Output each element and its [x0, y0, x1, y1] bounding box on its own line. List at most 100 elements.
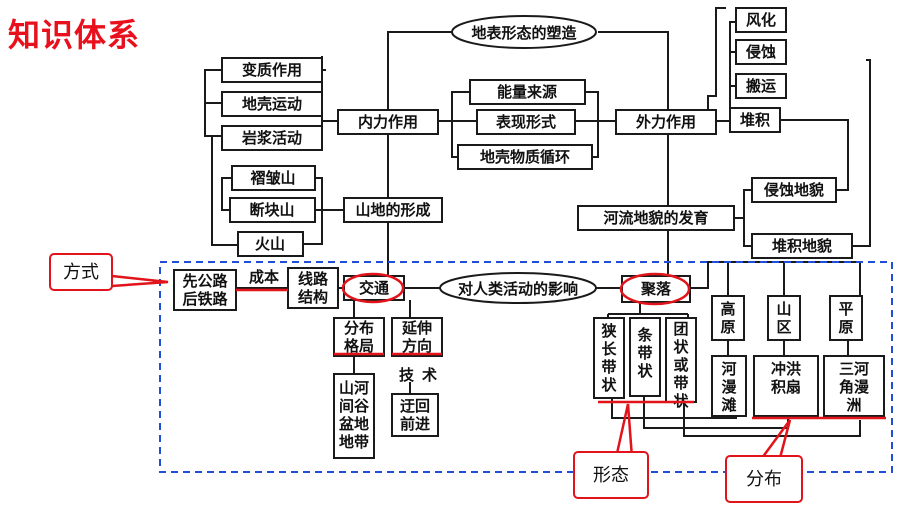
valley-belt-line-1: 山河 — [339, 379, 369, 397]
transport-route-box — [287, 267, 339, 309]
center-oval — [451, 15, 597, 49]
distribution-callout — [725, 455, 803, 503]
middle-item-box-2 — [476, 109, 576, 135]
transport-route-line-2: 结构 — [298, 288, 328, 306]
form-pointer — [614, 403, 634, 459]
external-item-1: 风化 — [746, 11, 776, 29]
transport-way-box — [173, 269, 237, 311]
internal-item-box-3 — [221, 125, 323, 151]
form-callout-text: 形态 — [593, 465, 629, 486]
landform-3-line-2: 角漫 — [839, 378, 870, 396]
transport-way-line-2: 后铁路 — [182, 290, 228, 308]
settlement-form-box-1 — [593, 317, 625, 399]
human-impact-region — [159, 261, 893, 473]
extension-direction-line-1: 延伸 — [401, 319, 432, 337]
way-pointer — [111, 274, 169, 288]
settlement-label: 聚落 — [640, 280, 672, 298]
landform-1: 河漫滩 — [721, 360, 737, 414]
detour-line-1: 迂回 — [400, 397, 430, 415]
mountain-item-3: 火山 — [255, 235, 285, 253]
detour-line-2: 前进 — [400, 415, 430, 433]
landform-3-line-3: 洲 — [846, 396, 861, 414]
landform-3-line-1: 三河 — [839, 360, 869, 378]
terrain-box-1 — [711, 295, 745, 341]
river-item-2: 堆积地貌 — [772, 237, 832, 255]
external-item-box-1 — [735, 7, 787, 33]
external-item-box-4 — [729, 107, 781, 133]
distribution-pointer — [760, 419, 792, 459]
river-landform-label: 河流地貌的发育 — [603, 209, 708, 227]
valley-belt-line-4: 地带 — [339, 433, 369, 451]
middle-item-1: 能量来源 — [497, 83, 557, 101]
red-annotations — [111, 272, 886, 459]
landform-2-line-1: 冲洪 — [771, 360, 801, 378]
internal-force-label: 内力作用 — [358, 113, 418, 131]
settlement-form-2: 条带状 — [636, 326, 653, 380]
mountain-item-1: 褶皱山 — [250, 169, 295, 187]
external-item-4: 堆积 — [740, 111, 770, 129]
terrain-box-2 — [767, 295, 801, 341]
external-item-box-2 — [735, 39, 787, 65]
extension-direction-box — [391, 317, 443, 357]
internal-item-3: 岩浆活动 — [241, 129, 302, 147]
distribution-callout-text: 分布 — [746, 469, 782, 490]
internal-item-box-1 — [221, 57, 323, 83]
settlement-box — [621, 275, 691, 303]
way-callout-text: 方式 — [63, 262, 99, 283]
extension-direction-line-2: 方向 — [402, 337, 432, 355]
terrain-1: 高原 — [720, 300, 735, 336]
settlement-form-3: 团状或带状 — [673, 320, 689, 410]
transport-box — [343, 275, 405, 301]
mountain-item-box-1 — [231, 165, 316, 191]
middle-item-2: 表现形式 — [496, 113, 556, 131]
external-item-2: 侵蚀 — [745, 43, 776, 61]
external-force-box — [615, 109, 717, 135]
external-item-3: 搬运 — [746, 77, 776, 95]
valley-belt-box — [333, 373, 375, 459]
external-force-label: 外力作用 — [635, 113, 696, 131]
transport-label: 交通 — [359, 279, 389, 297]
impact-oval — [439, 272, 597, 304]
transport-way-line-1: 先公路 — [182, 272, 228, 290]
transport-cost-label: 成本 — [249, 268, 279, 286]
settlement-form-1: 狭长带状 — [600, 322, 617, 394]
way-callout — [49, 253, 113, 291]
internal-item-1: 变质作用 — [242, 61, 302, 79]
mountain-item-box-2 — [229, 197, 316, 223]
landform-2-line-2: 积扇 — [771, 378, 801, 396]
terrain-3: 平原 — [838, 300, 853, 336]
detour-box — [391, 393, 439, 437]
internal-item-2: 地壳运动 — [242, 95, 302, 113]
terrain-box-3 — [829, 295, 863, 341]
internal-force-box — [337, 109, 439, 135]
center-label: 地表形态的塑造 — [471, 24, 576, 42]
page-title: 知识体系 — [8, 16, 141, 54]
transport-route-line-1: 线路 — [298, 270, 329, 288]
landform-box-3 — [823, 355, 885, 417]
mountain-formation-box — [343, 197, 443, 223]
terrain-2: 山区 — [776, 300, 791, 336]
connector-lines — [204, 7, 871, 437]
valley-belt-line-2: 间谷 — [339, 397, 370, 415]
impact-label: 对人类活动的影响 — [458, 280, 578, 298]
distribution-pattern-line-2: 格局 — [344, 337, 374, 355]
mountain-formation-label: 山地的形成 — [355, 201, 430, 219]
river-item-box-2 — [751, 233, 853, 259]
landform-box-2 — [753, 355, 819, 417]
technique-label: 技术 — [399, 366, 445, 384]
settlement-highlight-circle — [619, 272, 691, 306]
distribution-pattern-box — [333, 317, 385, 357]
settlement-form-box-2 — [629, 317, 661, 397]
middle-item-box-1 — [469, 79, 586, 105]
landform-box-1 — [711, 355, 747, 417]
middle-item-3: 地壳物质循环 — [480, 148, 570, 166]
mountain-item-box-3 — [237, 231, 304, 257]
mountain-item-2: 断块山 — [249, 201, 294, 219]
transport-highlight-circle — [341, 272, 405, 304]
distribution-pattern-line-1: 分布 — [344, 319, 374, 337]
river-item-1: 侵蚀地貌 — [763, 181, 824, 199]
river-landform-box — [577, 205, 735, 231]
form-callout — [573, 451, 649, 499]
river-item-box-1 — [751, 177, 837, 203]
